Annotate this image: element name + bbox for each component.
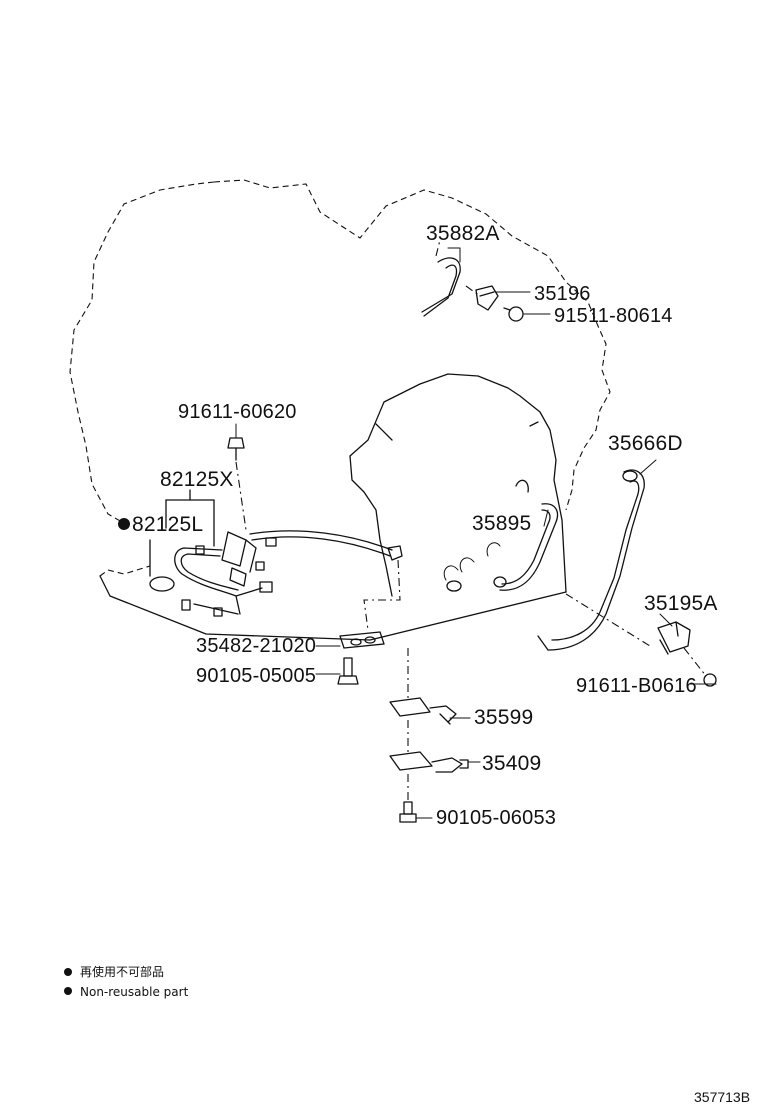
label-91611-60620: 91611-60620 (178, 401, 297, 423)
wire-harness-82125x (149, 489, 403, 631)
label-35482-21020: 35482-21020 (196, 635, 316, 657)
label-91511-80614: 91511-80614 (554, 305, 673, 327)
label-82125x: 82125X (160, 468, 234, 491)
leader-lines (235, 247, 717, 819)
bolt-90105-05005 (337, 657, 359, 685)
label-90105-05005: 90105-05005 (196, 665, 316, 687)
label-82125l: 82125L (132, 513, 203, 536)
label-35666d: 35666D (608, 432, 683, 455)
bolt-91611-60620 (227, 437, 247, 531)
clamp-35195a (657, 621, 717, 687)
label-35599: 35599 (474, 706, 533, 729)
legend: 再使用不可部品 Non-reusable part (64, 964, 189, 999)
label-91611-b0616: 91611-B0616 (576, 675, 697, 697)
legend-dot-icon-2 (64, 987, 72, 995)
label-90105-06053: 90105-06053 (436, 807, 556, 829)
non-reusable-mark (118, 518, 130, 530)
legend-line-english: Non-reusable part (80, 985, 189, 999)
hose-35666d (537, 469, 651, 651)
transmission-case-body (99, 373, 567, 641)
label-35882a: 35882A (426, 222, 500, 245)
transmission-housing-outline (69, 179, 611, 577)
switch-35409 (389, 720, 469, 773)
diagram-code: 357713B (694, 1089, 750, 1105)
bolt-90105-06053 (399, 774, 417, 823)
label-35195a: 35195A (644, 592, 718, 615)
plate-35482-21020 (339, 631, 385, 649)
label-35895: 35895 (472, 512, 531, 535)
hose-35882a (421, 239, 524, 322)
legend-line-japanese: 再使用不可部品 (80, 964, 164, 979)
label-35196: 35196 (534, 283, 591, 305)
legend-dot-icon (64, 968, 72, 976)
bracket-35599 (389, 648, 457, 725)
label-35409: 35409 (482, 752, 541, 775)
